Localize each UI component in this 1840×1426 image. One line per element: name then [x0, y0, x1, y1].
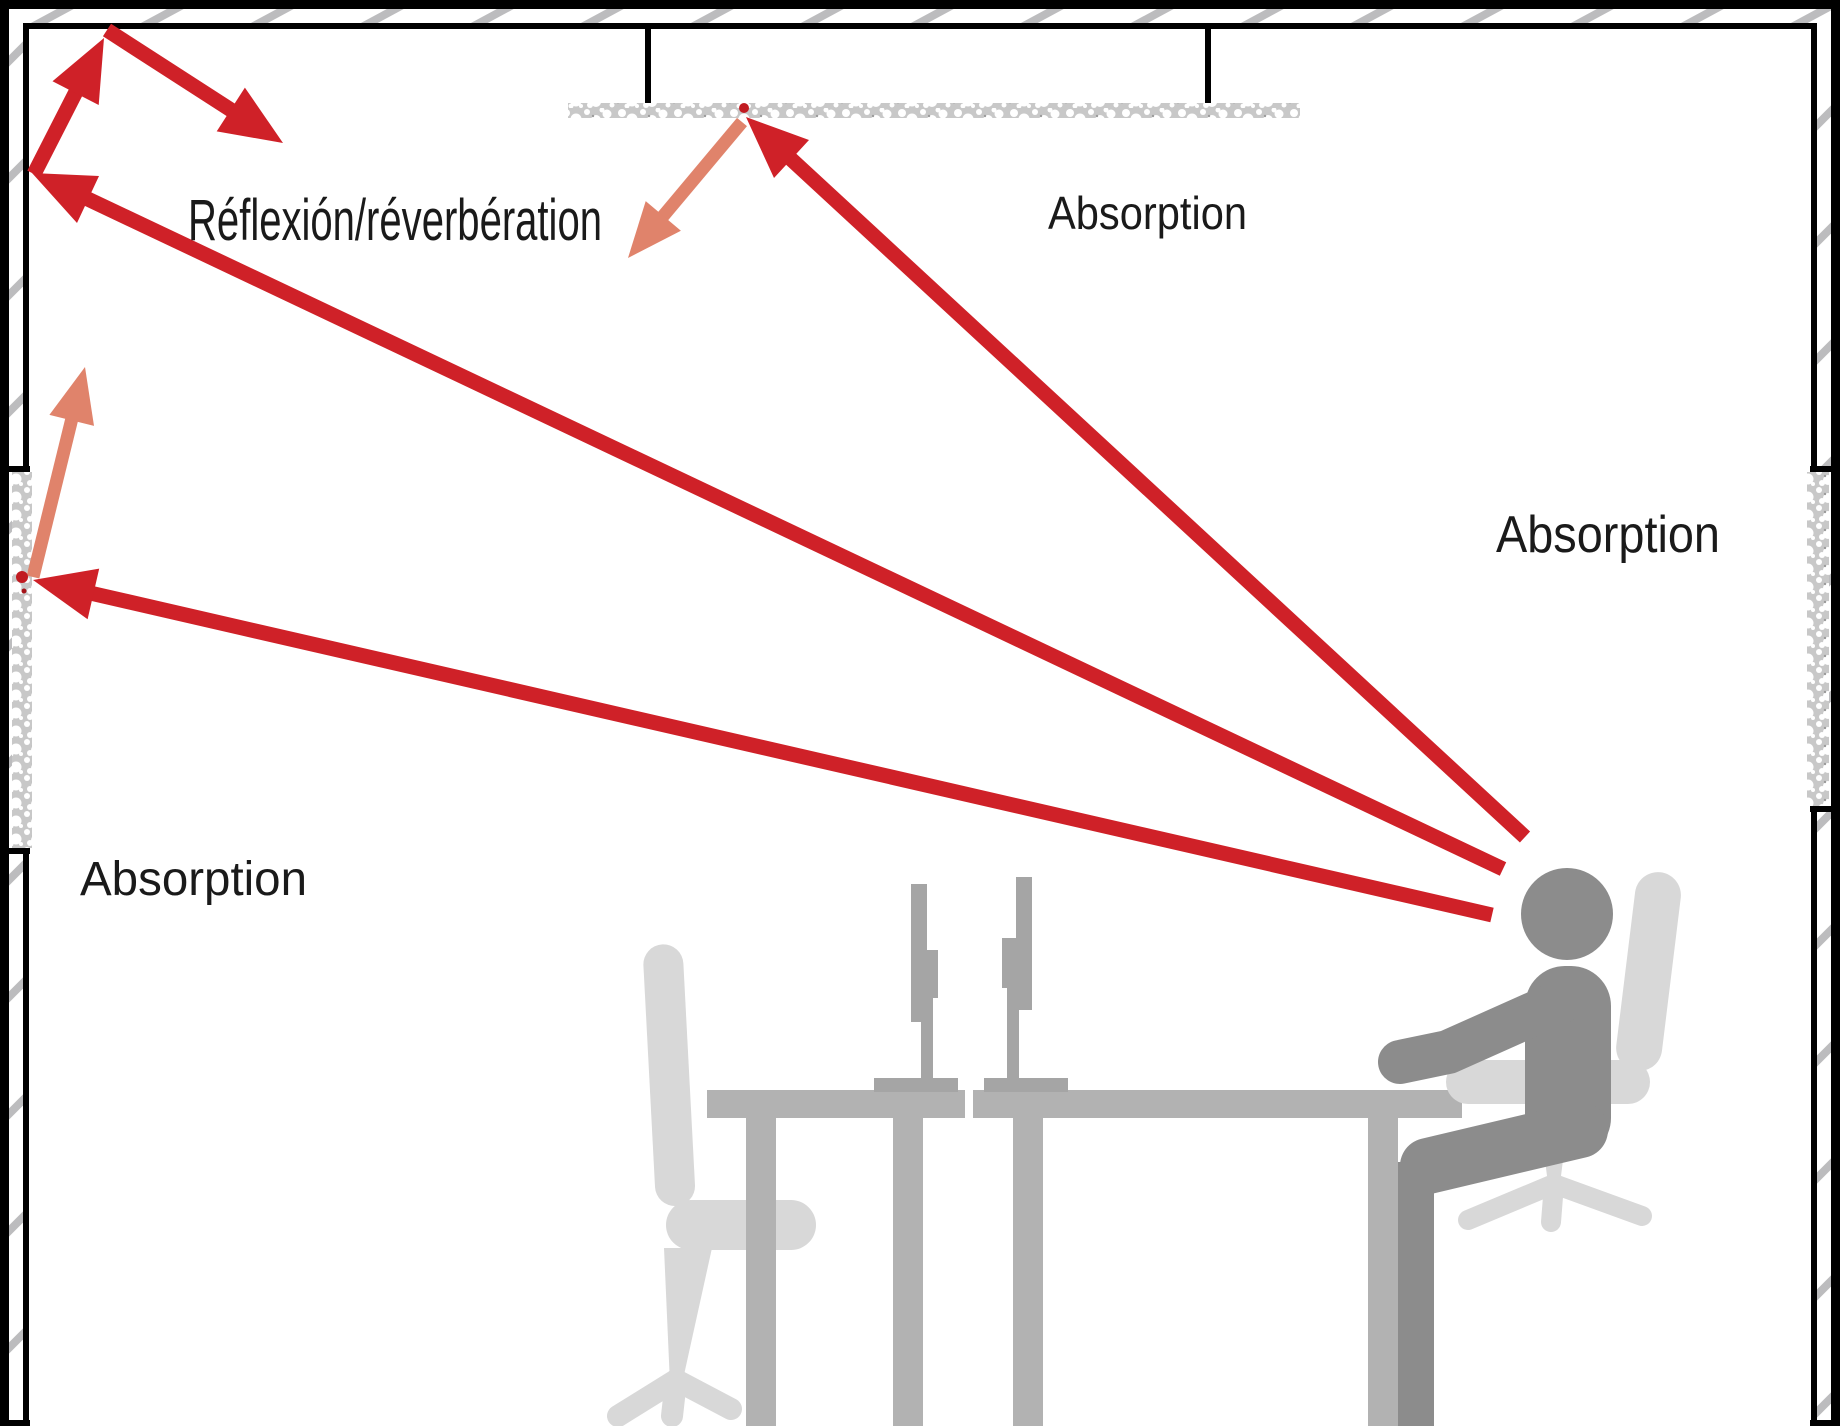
top-wall-outer-line — [0, 0, 1840, 9]
red-rays — [27, 23, 1531, 923]
monitor-pole — [1007, 984, 1019, 1080]
desk-right-top — [973, 1090, 1462, 1118]
desk-right-leg-rear — [1368, 1118, 1398, 1426]
seated-person — [1378, 868, 1613, 1426]
ceiling-hanger-left — [645, 28, 651, 104]
absorbed-at-wall-shaft — [26, 404, 82, 579]
ceiling-hanger-right — [1205, 28, 1211, 104]
ray-to-left-wall-arrowhead — [32, 173, 99, 223]
top-wall-hatching — [30, 9, 1831, 23]
left-wall-cap-bottom — [0, 848, 30, 854]
ray-to-wall-panel-shaft — [75, 582, 1494, 923]
label-absorption-ceiling: Absorption — [1048, 187, 1247, 239]
chair-star-base — [1458, 1174, 1652, 1232]
right-wall-cap-top — [1810, 466, 1840, 472]
chair-seat — [666, 1200, 816, 1250]
ray-to-ceiling-panel-shaft — [773, 142, 1531, 843]
monitor-bracket — [1002, 938, 1021, 988]
absorbed-at-ceiling-shaft — [649, 117, 747, 232]
monitor-pole — [921, 996, 933, 1082]
chair-backrest — [1616, 872, 1681, 1071]
desk-right-leg-front — [1013, 1118, 1043, 1426]
monitor-base — [874, 1078, 958, 1092]
ceiling-absorber-panel — [568, 103, 1300, 118]
absorber-panels — [12, 28, 1829, 848]
bounce-wall-to-corner-shaft — [27, 74, 90, 178]
absorbed-arrows — [26, 117, 747, 579]
ceiling-impact-dot — [739, 103, 749, 113]
monitor-left — [874, 884, 958, 1092]
top-wall-inner-line — [23, 23, 1817, 29]
left-wall-absorber-panel — [12, 472, 32, 848]
person-thigh — [1400, 1102, 1608, 1194]
ray-to-wall-panel-arrowhead — [33, 568, 100, 620]
desk-left-leg-rear — [893, 1118, 923, 1426]
label-absorption-left-wall: Absorption — [80, 853, 307, 906]
person-shin — [1398, 1162, 1434, 1426]
desk-left-leg-front — [746, 1118, 776, 1426]
ray-to-ceiling-panel-arrowhead — [746, 117, 809, 178]
right-wall-cap-floor — [1810, 1420, 1840, 1426]
right-wall-absorber-panel — [1807, 472, 1829, 806]
left-wall-inner-line-upper — [23, 23, 29, 466]
right-wall-inner-line-upper — [1811, 23, 1817, 466]
right-wall-outer-line — [1831, 0, 1840, 1426]
ray-to-left-wall-shaft — [69, 185, 1507, 876]
monitor-base — [984, 1078, 1068, 1092]
sound-rays — [16, 23, 1531, 923]
left-wall-cap-top — [0, 466, 30, 472]
absorbed-at-ceiling-arrowhead — [628, 201, 681, 258]
empty-office-chair — [607, 944, 816, 1426]
monitor-right — [984, 877, 1068, 1092]
label-absorption-right-wall: Absorption — [1496, 506, 1720, 564]
right-wall-inner-line-lower — [1811, 812, 1817, 1426]
monitor-bracket — [917, 950, 938, 998]
absorbed-at-wall-arrowhead — [49, 367, 94, 426]
person-head — [1521, 868, 1613, 960]
left-wall-inner-line-lower — [23, 854, 29, 1426]
left-wall-outer-line — [0, 0, 9, 1426]
desks — [707, 1090, 1462, 1426]
wall-impact-dot — [16, 571, 28, 583]
chair-stem — [664, 1248, 712, 1384]
wall-impact-dot-small — [21, 588, 27, 594]
chair-star-base — [607, 1369, 742, 1426]
bounce-corner-to-room-shaft — [102, 23, 250, 126]
label-reflection: Réflexión/réverbération — [188, 188, 602, 253]
chair-backrest — [643, 944, 696, 1207]
desk-left-top — [707, 1090, 965, 1118]
person-arm — [1378, 980, 1582, 1084]
bounce-corner-to-room-arrowhead — [216, 87, 283, 143]
right-wall-cap-bottom — [1810, 806, 1840, 812]
bounce-wall-to-corner-arrowhead — [52, 38, 104, 105]
left-wall-cap-floor — [0, 1420, 30, 1426]
